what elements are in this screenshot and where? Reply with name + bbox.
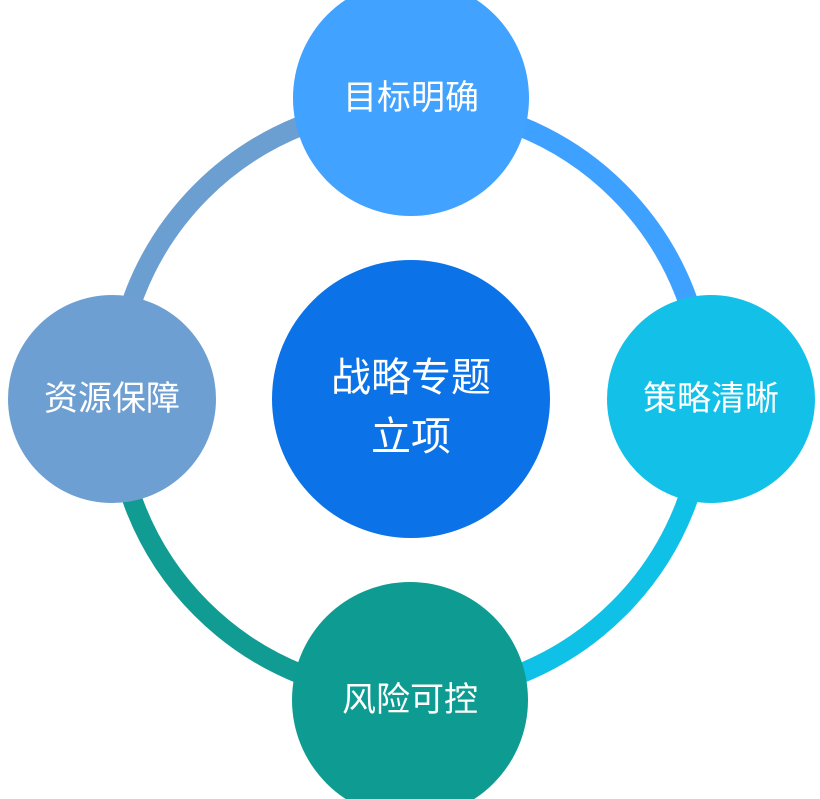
node-top-circle bbox=[293, 0, 529, 216]
node-left-circle bbox=[8, 295, 216, 503]
node-bottom: 风险可控 bbox=[292, 582, 528, 799]
node-top: 目标明确 bbox=[293, 0, 529, 216]
center-node: 战略专题 立项 bbox=[272, 260, 550, 538]
node-bottom-circle bbox=[292, 582, 528, 799]
node-bottom-label: 风险可控 bbox=[342, 680, 478, 720]
center-circle bbox=[272, 260, 550, 538]
node-top-label: 目标明确 bbox=[343, 78, 479, 118]
node-left: 资源保障 bbox=[8, 295, 216, 503]
node-right-circle bbox=[607, 295, 815, 503]
node-left-label: 资源保障 bbox=[44, 379, 180, 419]
center-label-line2: 立项 bbox=[371, 414, 451, 460]
node-right: 策略清晰 bbox=[607, 295, 815, 503]
node-right-label: 策略清晰 bbox=[643, 379, 779, 419]
center-label-line1: 战略专题 bbox=[331, 355, 491, 401]
